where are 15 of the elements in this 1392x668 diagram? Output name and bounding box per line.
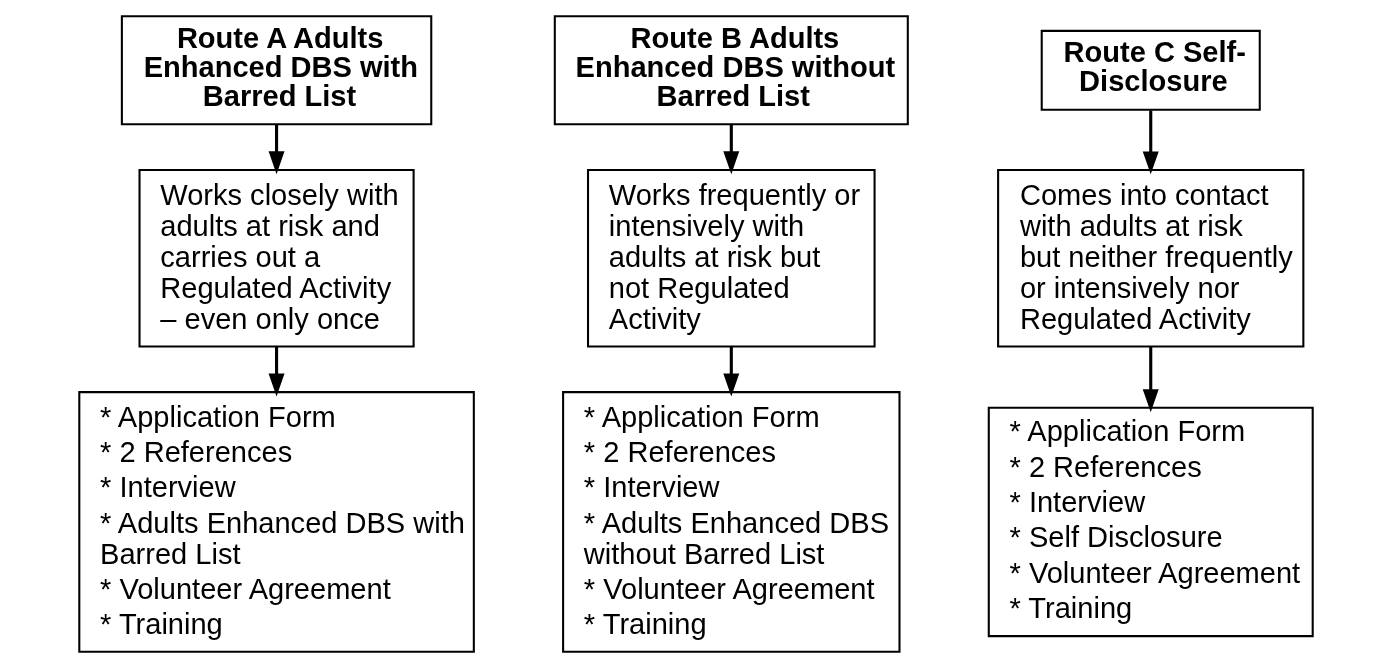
arrow	[268, 346, 285, 397]
node-box: Route B Adults Enhanced DBS without Barred List	[553, 15, 909, 126]
node-box: Comes into contact with adults at risk but neither frequently or intensively nor Regulated Activity	[997, 168, 1305, 348]
arrow	[723, 346, 740, 397]
node-box: Works frequently or intensively with adults at risk but not Regulated Activity	[587, 168, 876, 348]
arrow	[723, 124, 740, 175]
node-box: Route A Adults Enhanced DBS with Barred List	[120, 15, 433, 126]
node-box: * Application Form * 2 References * Interview * Adults Enhanced DBS without Barred List * Volunteer Agreement * Training	[562, 391, 901, 653]
arrow	[1142, 346, 1159, 413]
arrow	[1142, 110, 1159, 175]
node-box: Route C Self-Disclosure	[1040, 29, 1261, 111]
node-box: * Application Form * 2 References * Interview * Adults Enhanced DBS with Barred List * Volunteer Agreement * Training	[78, 391, 475, 653]
node-box: * Application Form * 2 References * Interview * Self Disclosure * Volunteer Agreement * Training	[987, 406, 1314, 638]
arrow	[268, 124, 285, 175]
node-box: Works closely with adults at risk and carries out a Regulated Activity – even only once	[138, 168, 415, 348]
